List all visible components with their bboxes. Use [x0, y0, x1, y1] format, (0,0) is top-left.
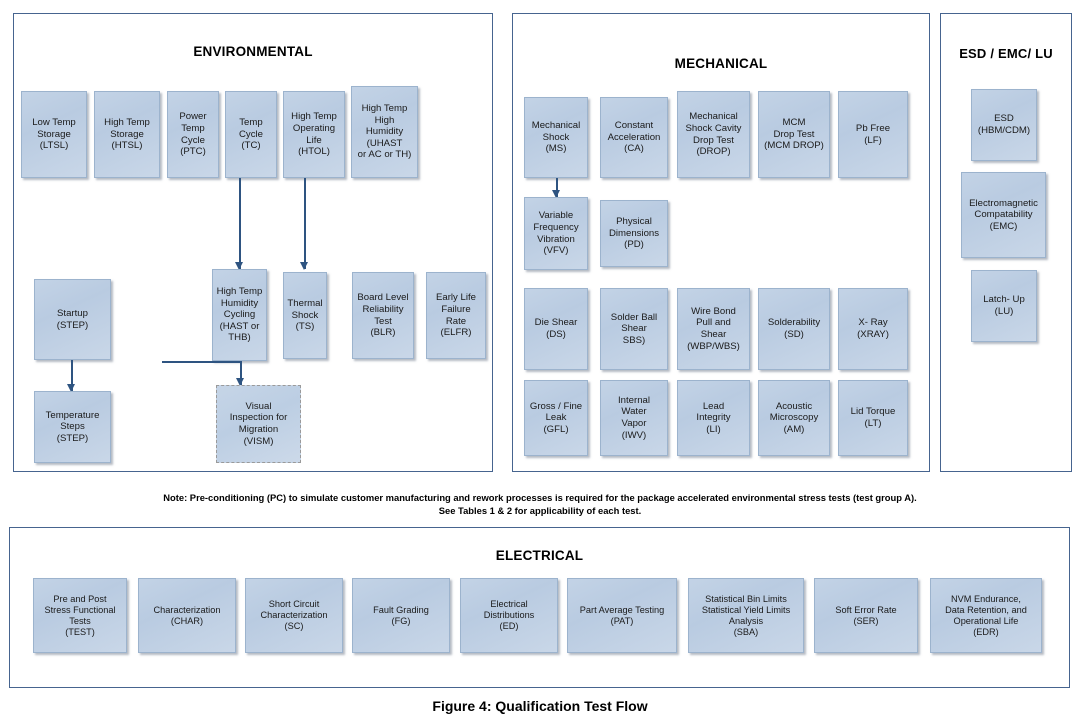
- figure-note: Note: Pre-conditioning (PC) to simulate …: [0, 491, 1080, 517]
- test-box-edr[interactable]: NVM Endurance, Data Retention, and Opera…: [930, 578, 1042, 653]
- test-box-temperature-steps[interactable]: Temperature Steps (STEP): [34, 391, 111, 463]
- panel-mechanical: MECHANICAL Mechanical Shock (MS) Constan…: [512, 13, 930, 472]
- test-box-htol[interactable]: High Temp Operating Life (HTOL): [283, 91, 345, 178]
- test-box-ds[interactable]: Die Shear (DS): [524, 288, 588, 370]
- test-box-li[interactable]: Lead Integrity (LI): [677, 380, 750, 456]
- test-box-lt[interactable]: Lid Torque (LT): [838, 380, 908, 456]
- test-box-vism[interactable]: Visual Inspection for Migration (VISM): [216, 385, 301, 463]
- test-box-sba[interactable]: Statistical Bin Limits Statistical Yield…: [688, 578, 804, 653]
- panel-electrical-title: ELECTRICAL: [495, 548, 584, 563]
- figure-note-line-1: Note: Pre-conditioning (PC) to simulate …: [163, 492, 917, 503]
- test-box-xray[interactable]: X- Ray (XRAY): [838, 288, 908, 370]
- panel-esd-emc-lu-title: ESD / EMC/ LU: [959, 46, 1053, 61]
- test-box-drop[interactable]: Mechanical Shock Cavity Drop Test (DROP): [677, 91, 750, 178]
- test-box-sc[interactable]: Short Circuit Characterization (SC): [245, 578, 343, 653]
- test-box-sbs[interactable]: Solder Ball Shear SBS): [600, 288, 668, 370]
- test-box-htsl[interactable]: High Temp Storage (HTSL): [94, 91, 160, 178]
- test-box-ltsl[interactable]: Low Temp Storage (LTSL): [21, 91, 87, 178]
- panel-esd-emc-lu: ESD / EMC/ LU ESD (HBM/CDM) Electromagne…: [940, 13, 1072, 472]
- test-box-ed[interactable]: Electrical Distributions (ED): [460, 578, 558, 653]
- test-box-mcm-drop[interactable]: MCM Drop Test (MCM DROP): [758, 91, 830, 178]
- figure-caption: Figure 4: Qualification Test Flow: [432, 698, 648, 714]
- arrow-hast-elbow-horizontal: [162, 361, 242, 363]
- test-box-sd[interactable]: Solderability (SD): [758, 288, 830, 370]
- test-box-ts[interactable]: Thermal Shock (TS): [283, 272, 327, 359]
- test-box-ms[interactable]: Mechanical Shock (MS): [524, 97, 588, 178]
- test-box-startup[interactable]: Startup (STEP): [34, 279, 111, 360]
- figure-note-line-2: See Tables 1 & 2 for applicability of ea…: [438, 505, 642, 516]
- test-box-char[interactable]: Characterization (CHAR): [138, 578, 236, 653]
- panel-electrical: ELECTRICAL Pre and Post Stress Functiona…: [9, 527, 1070, 688]
- test-box-iwv[interactable]: Internal Water Vapor (IWV): [600, 380, 668, 456]
- test-box-ser[interactable]: Soft Error Rate (SER): [814, 578, 918, 653]
- test-box-pd[interactable]: Physical Dimensions (PD): [600, 200, 668, 267]
- test-box-elfr[interactable]: Early Life Failure Rate (ELFR): [426, 272, 486, 359]
- test-box-fg[interactable]: Fault Grading (FG): [352, 578, 450, 653]
- test-box-lu[interactable]: Latch- Up (LU): [971, 270, 1037, 342]
- test-box-uhast[interactable]: High Temp High Humidity (UHAST or AC or …: [351, 86, 418, 178]
- panel-environmental-title: ENVIRONMENTAL: [193, 44, 313, 59]
- test-box-pb-free[interactable]: Pb Free (LF): [838, 91, 908, 178]
- panel-environmental: ENVIRONMENTAL Low Temp Storage (LTSL) Hi…: [13, 13, 493, 472]
- test-box-blr[interactable]: Board Level Reliability Test (BLR): [352, 272, 414, 359]
- test-box-gfl[interactable]: Gross / Fine Leak (GFL): [524, 380, 588, 456]
- test-box-hast-thb[interactable]: High Temp Humidity Cycling (HAST or THB): [212, 269, 267, 361]
- test-box-test[interactable]: Pre and Post Stress Functional Tests (TE…: [33, 578, 127, 653]
- test-box-tc[interactable]: Temp Cycle (TC): [225, 91, 277, 178]
- test-box-ptc[interactable]: Power Temp Cycle (PTC): [167, 91, 219, 178]
- test-box-am[interactable]: Acoustic Microscopy (AM): [758, 380, 830, 456]
- test-box-emc[interactable]: Electromagnetic Compatability (EMC): [961, 172, 1046, 258]
- test-box-vfv[interactable]: Variable Frequency Vibration (VFV): [524, 197, 588, 270]
- panel-mechanical-title: MECHANICAL: [674, 56, 768, 71]
- test-box-esd[interactable]: ESD (HBM/CDM): [971, 89, 1037, 161]
- test-box-ca[interactable]: Constant Acceleration (CA): [600, 97, 668, 178]
- test-box-wbp-wbs[interactable]: Wire Bond Pull and Shear (WBP/WBS): [677, 288, 750, 370]
- test-box-pat[interactable]: Part Average Testing (PAT): [567, 578, 677, 653]
